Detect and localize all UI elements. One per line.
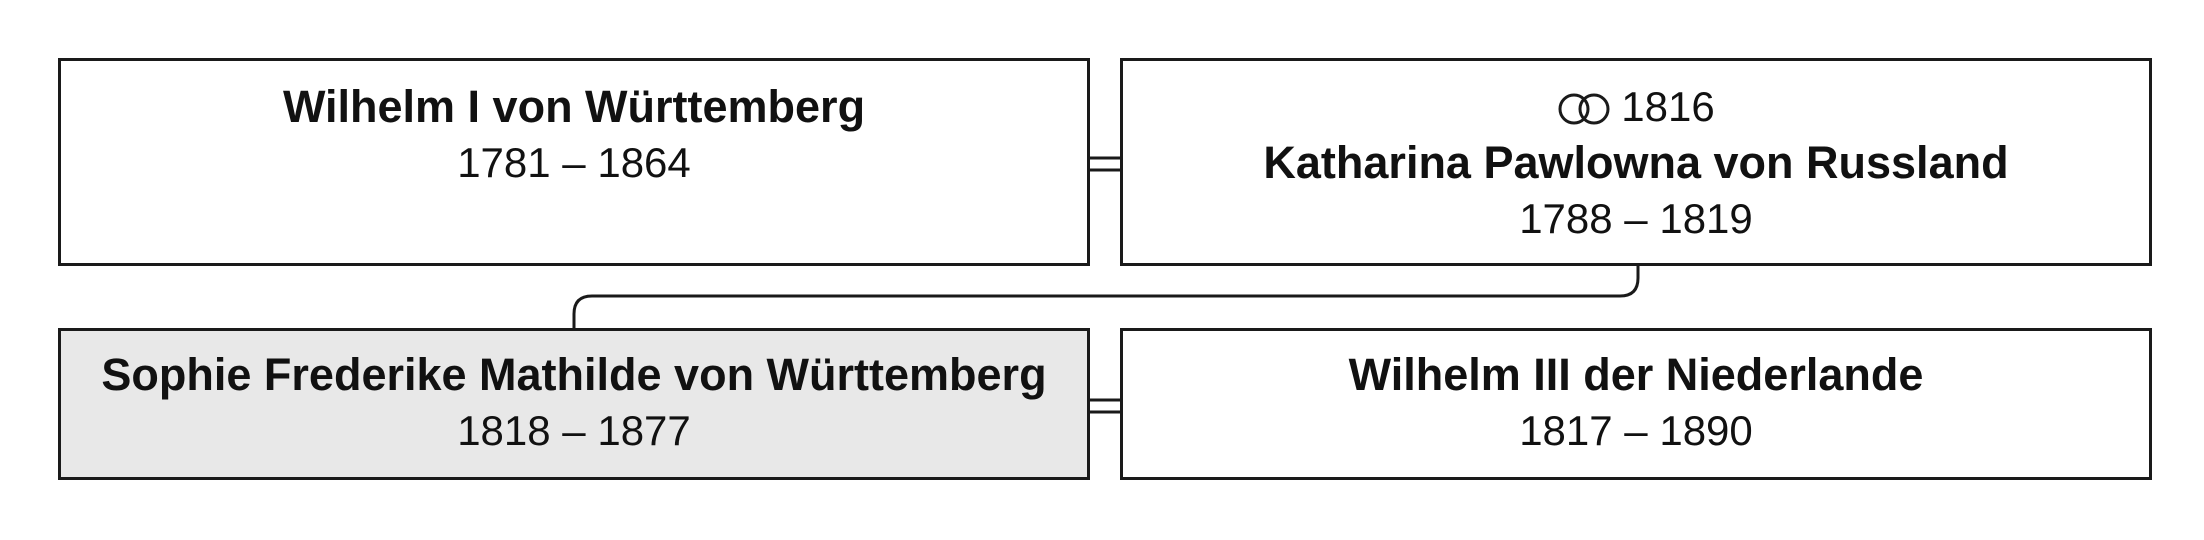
person-name: Sophie Frederike Mathilde von Württember… (101, 349, 1047, 400)
parent-child-connector (572, 264, 1640, 330)
wedding-rings-icon (1558, 93, 1610, 125)
marriage-info: 1816 (1123, 79, 2149, 135)
person-box-spouse[interactable]: Wilhelm III der Niederlande 1817 – 1890 (1120, 328, 2152, 480)
person-name: Wilhelm I von Württemberg (282, 81, 866, 132)
person-dates: 1818 – 1877 (457, 407, 691, 454)
person-name: Wilhelm III der Niederlande (1348, 349, 1924, 400)
person-box-father[interactable]: Wilhelm I von Württemberg 1781 – 1864 (58, 58, 1090, 266)
person-dates: 1817 – 1890 (1519, 407, 1753, 454)
person-name: Katharina Pawlowna von Russland (1263, 137, 2009, 188)
person-box-subject[interactable]: Sophie Frederike Mathilde von Württember… (58, 328, 1090, 480)
person-dates: 1781 – 1864 (457, 139, 691, 186)
person-box-mother[interactable]: 1816 Katharina Pawlowna von Russland 178… (1120, 58, 2152, 266)
person-dates: 1788 – 1819 (1519, 195, 1753, 242)
marriage-year: 1816 (1621, 83, 1715, 130)
